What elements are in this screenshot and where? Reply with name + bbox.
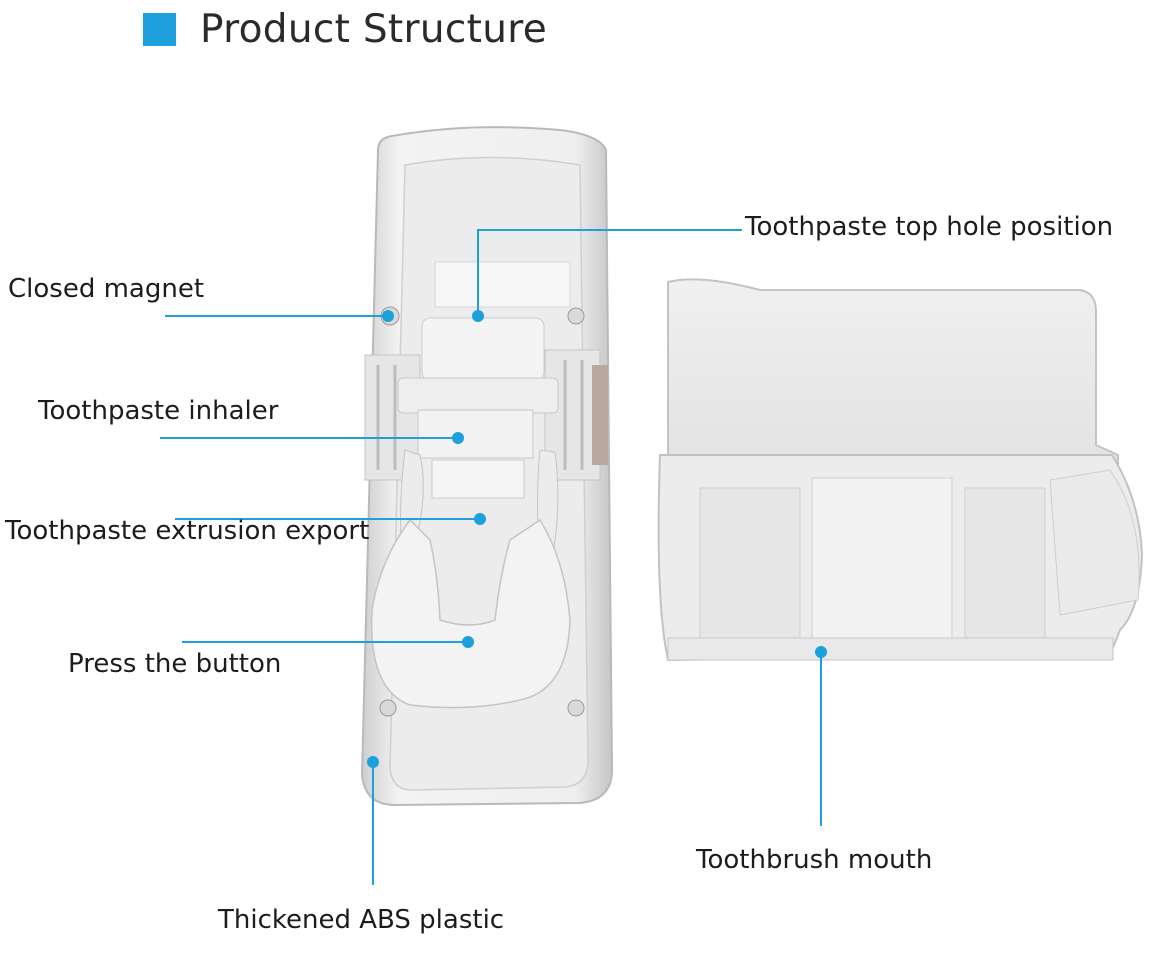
- leader-top-hole: [477, 229, 742, 316]
- dot-press: [462, 636, 474, 648]
- dot-abs: [367, 756, 379, 768]
- dot-magnet: [382, 310, 394, 322]
- label-brush-mouth: Toothbrush mouth: [696, 845, 933, 875]
- header: Product Structure: [143, 4, 547, 54]
- title-marker: [143, 12, 176, 46]
- dot-extrusion: [474, 513, 486, 525]
- label-magnet: Closed magnet: [8, 274, 205, 304]
- dot-inhaler: [452, 432, 464, 444]
- label-press: Press the button: [68, 649, 282, 679]
- toothbrush-holder: [657, 278, 1144, 662]
- page-title: Product Structure: [200, 6, 547, 52]
- callout-dots: [367, 310, 827, 768]
- label-inhaler: Toothpaste inhaler: [38, 396, 279, 426]
- dot-brush-mouth: [815, 646, 827, 658]
- dispenser-body: [360, 126, 614, 807]
- callout-lines: [160, 229, 822, 885]
- dot-top-hole: [472, 310, 484, 322]
- label-abs: Thickened ABS plastic: [218, 905, 505, 935]
- label-top-hole: Toothpaste top hole position: [745, 212, 1114, 242]
- label-extrusion: Toothpaste extrusion export: [5, 516, 370, 546]
